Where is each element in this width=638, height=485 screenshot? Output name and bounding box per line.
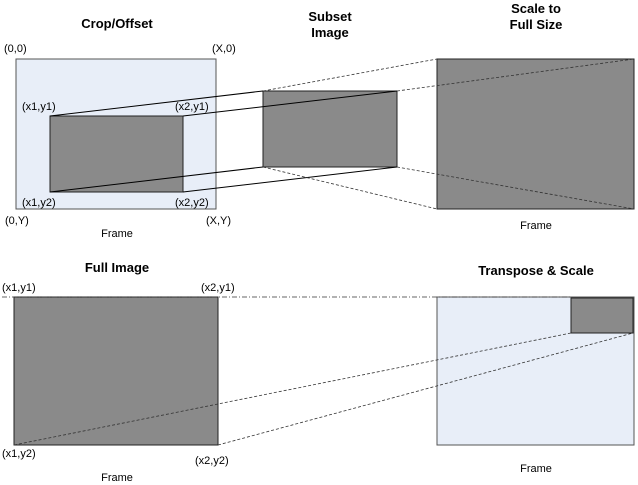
crop-corner-bottom-right: (X,Y) bbox=[206, 215, 231, 227]
crop-frame-caption: Frame bbox=[101, 228, 133, 240]
crop-offset-title: Crop/Offset bbox=[81, 16, 153, 31]
crop-subset-bottom-right: (x2,y2) bbox=[175, 197, 209, 209]
expand-line-bottom-left bbox=[262, 166, 438, 210]
transpose-frame-caption: Frame bbox=[520, 463, 552, 475]
connector-crop-br-to-subset bbox=[182, 166, 398, 193]
crop-subset-top-right: (x2,y1) bbox=[175, 101, 209, 113]
full-corner-top-right: (x2,y1) bbox=[201, 282, 235, 294]
full-image-title: Full Image bbox=[85, 260, 149, 275]
scale-frame-caption: Frame bbox=[520, 220, 552, 232]
crop-corner-bottom-left: (0,Y) bbox=[5, 215, 29, 227]
subset-image bbox=[262, 90, 398, 168]
connector-crop-bl-to-subset bbox=[49, 166, 264, 193]
subset-title-line2: Image bbox=[311, 25, 349, 40]
full-corner-bottom-right: (x2,y2) bbox=[195, 455, 229, 467]
crop-corner-top-left: (0,0) bbox=[4, 43, 27, 55]
transpose-title: Transpose & Scale bbox=[478, 263, 594, 278]
scaled-full-image bbox=[436, 58, 635, 210]
full-corner-top-left: (x1,y1) bbox=[2, 282, 36, 294]
full-image-box bbox=[13, 296, 219, 446]
connector-crop-tl-to-subset bbox=[49, 90, 264, 117]
expand-line-bottom-right bbox=[396, 166, 635, 210]
scale-title-line2: Full Size bbox=[510, 17, 563, 32]
transposed-scaled-image bbox=[570, 297, 634, 334]
crop-subset-bottom-left: (x1,y2) bbox=[22, 197, 56, 209]
connector-crop-tr-to-subset bbox=[182, 90, 398, 117]
expand-line-top-left bbox=[262, 58, 438, 92]
full-frame-caption: Frame bbox=[101, 472, 133, 484]
crop-subset-region bbox=[49, 115, 184, 193]
full-corner-bottom-left: (x1,y2) bbox=[2, 448, 36, 460]
crop-subset-top-left: (x1,y1) bbox=[22, 101, 56, 113]
subset-title-line1: Subset bbox=[308, 9, 352, 24]
map-line-bottom-right bbox=[217, 332, 634, 446]
scale-title-line1: Scale to bbox=[511, 1, 561, 16]
crop-corner-top-right: (X,0) bbox=[212, 43, 236, 55]
